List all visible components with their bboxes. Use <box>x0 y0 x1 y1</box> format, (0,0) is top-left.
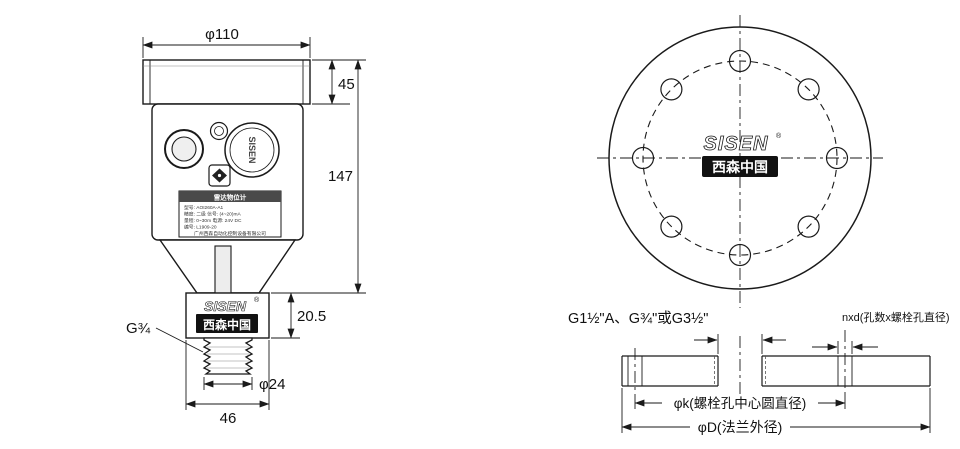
dimension-thread-bore: G1½"A、G¾"或G3½" <box>568 310 786 354</box>
brand-logo-text: SISEN <box>703 133 768 155</box>
bolt-hole <box>631 146 655 170</box>
bolt-holes-label: nxd(孔数x螺栓孔直径) <box>842 310 950 324</box>
dimension-outer-diameter: φD(法兰外径) <box>621 388 931 435</box>
bolt-circle <box>642 60 838 256</box>
dimension-body-height: 147 <box>271 59 366 294</box>
bolt-hole <box>728 243 752 267</box>
dim-label-body-height: 147 <box>328 168 353 185</box>
bolt-hole <box>825 146 849 170</box>
body-slot <box>214 245 232 294</box>
brand-logo-cn: 西森中国 <box>203 317 251 332</box>
device-cap <box>142 59 311 105</box>
dimension-antenna-diameter: φ24 <box>203 376 285 393</box>
bolt-circle-label: φk(螺栓孔中心圆直径) <box>674 396 807 411</box>
nameplate-title: 雷达物位计 <box>214 193 247 202</box>
dimension-hex-width: 46 <box>185 340 270 427</box>
dimension-top-diameter: φ110 <box>142 26 311 58</box>
device-nameplate: 雷达物位计 型号: AOI260A-A1 精度: 二级 信号: (4~20)mA… <box>178 190 282 238</box>
device-body: SISEN 雷达物位计 型号: AOI260A-A1 精度: 二级 信号: (4… <box>151 103 304 294</box>
dim-label-hex-width: 46 <box>220 410 237 427</box>
dimension-bolt-circle: φk(螺栓孔中心圆直径) <box>634 394 846 411</box>
flange-section-view: G1½"A、G¾"或G3½" nxd(孔数x螺栓孔直径) φk(螺栓孔中心圆直径… <box>568 310 950 435</box>
flange-top-view: SISEN ® 西森中国 <box>597 15 883 308</box>
adjust-button <box>208 164 231 187</box>
nameplate-row: 量程: 0~30m 电源: 24V DC <box>184 217 242 224</box>
device-hex-logo: SISEN ® 西森中国 <box>196 296 260 333</box>
outer-diameter-label: φD(法兰外径) <box>698 419 783 435</box>
bolt-hole <box>660 78 683 101</box>
gauge-brand-text: SISEN <box>247 136 257 163</box>
bolt-hole <box>797 78 820 101</box>
dim-label-antenna-diameter: φ24 <box>259 376 285 393</box>
brand-logo-cn: 西森中国 <box>712 159 768 175</box>
flange-outer-circle <box>608 26 872 290</box>
cap-outline <box>142 59 311 105</box>
bolt-hole <box>660 215 683 238</box>
dim-label-top-diameter: φ110 <box>205 26 239 43</box>
dim-label-cap-height: 45 <box>338 76 355 93</box>
display-gauge: SISEN <box>224 122 280 178</box>
device-hex-connection: SISEN ® 西森中国 <box>185 292 270 339</box>
thread-profile <box>202 337 254 375</box>
flange-logo: SISEN ® 西森中国 <box>702 132 782 177</box>
bolt-hole <box>728 49 752 73</box>
brand-logo-text: SISEN <box>204 298 247 314</box>
dimension-bolt-hole: nxd(孔数x螺栓孔直径) <box>812 310 950 354</box>
callout-thread-size: G¾ <box>126 320 204 353</box>
registered-mark: ® <box>776 132 782 140</box>
flange-plate-section <box>621 330 931 394</box>
dim-label-thread-height: 20.5 <box>297 308 326 325</box>
device-antenna <box>202 337 254 375</box>
thread-options-label: G1½"A、G¾"或G3½" <box>568 310 708 327</box>
nameplate-row: 精度: 二级 信号: (4~20)mA <box>184 211 241 218</box>
bolt-hole <box>797 215 820 238</box>
device-drawing: SISEN 雷达物位计 型号: AOI260A-A1 精度: 二级 信号: (4… <box>126 26 366 427</box>
dimension-thread-height: 20.5 <box>271 292 326 339</box>
registered-mark: ® <box>254 296 260 304</box>
nameplate-row: 型号: AOI260A-A1 <box>184 204 224 211</box>
nameplate-row: 编号: L1909-20 <box>184 224 217 231</box>
thread-size-label: G¾ <box>126 320 151 337</box>
nameplate-row: 广州西森自动化控制设备有限公司 <box>194 230 266 237</box>
